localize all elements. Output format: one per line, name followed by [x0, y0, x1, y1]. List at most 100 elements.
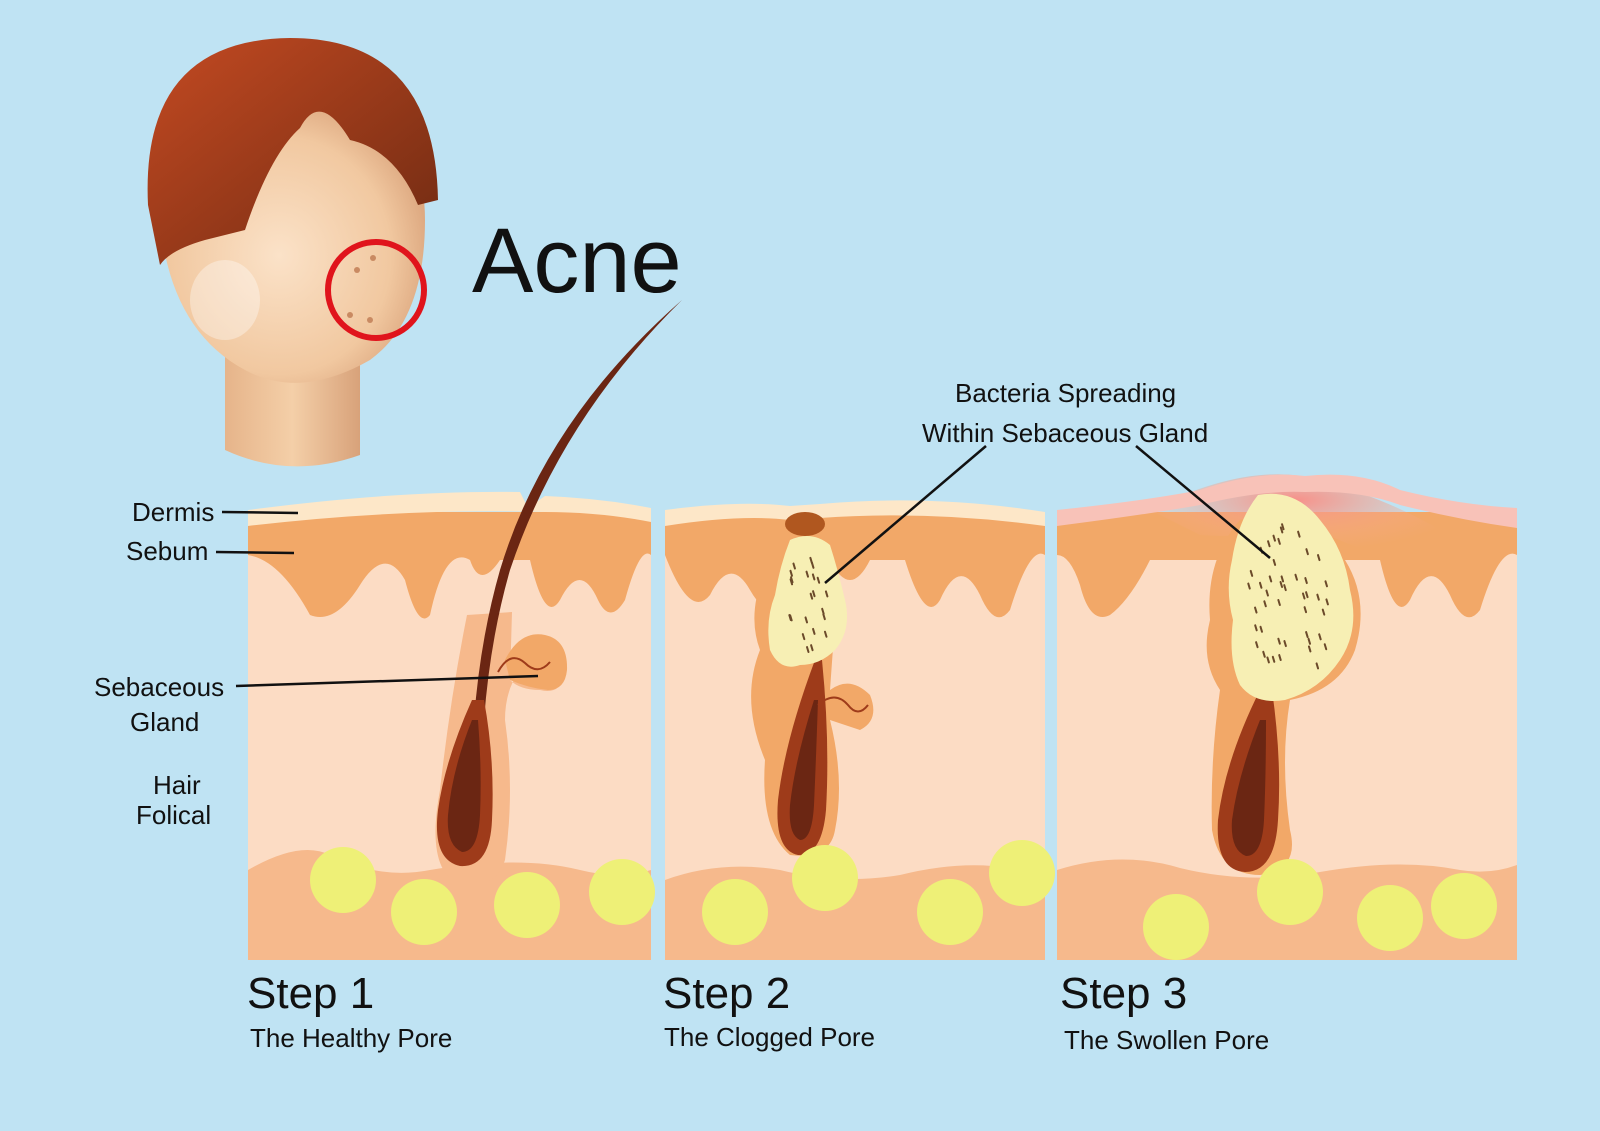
bacteria-dash	[1254, 606, 1258, 614]
clogged-sebum	[768, 536, 848, 667]
bacteria-dash	[823, 630, 828, 638]
bacteria-dash	[1281, 523, 1285, 531]
bacteria-dash	[810, 644, 814, 652]
bacteria-dash	[1278, 654, 1282, 662]
acne-spot	[370, 255, 376, 261]
bacteria-dash	[1307, 637, 1312, 645]
diagram-title: Acne	[472, 210, 682, 312]
hair	[147, 38, 438, 265]
epidermis-layer	[1057, 474, 1517, 528]
bacteria-dash	[1266, 656, 1270, 664]
bacteria-dash	[1280, 575, 1285, 583]
panel-step-1	[248, 300, 682, 960]
bacteria-dash	[790, 576, 794, 584]
head-illustration	[147, 38, 438, 467]
bacteria-dash	[1321, 608, 1326, 616]
bacteria-dash	[1277, 537, 1281, 545]
bacteria-dash	[1277, 637, 1281, 645]
bacteria-dash	[1315, 662, 1320, 670]
bacteria-dash	[1301, 592, 1306, 600]
bacteria-dash	[1279, 526, 1284, 534]
bacteria-dash	[1263, 600, 1267, 608]
bacteria-dashes	[788, 523, 1329, 670]
bacteria-dash	[1279, 581, 1284, 589]
bacteria-dash	[1247, 582, 1251, 590]
sebum-layer	[248, 512, 651, 619]
fat-cell	[589, 859, 655, 925]
bacteria-dash	[1303, 606, 1308, 614]
epidermis-layer	[248, 491, 651, 526]
hair-follicle-label-line2: Folical	[136, 800, 211, 830]
bacteria-dash	[801, 633, 806, 641]
bacteria-dash	[1277, 598, 1281, 606]
bacteria-dash	[1262, 650, 1266, 658]
panel-step-3	[1057, 474, 1517, 960]
fat-cell	[1357, 885, 1423, 951]
bacteria-dash	[789, 614, 793, 622]
hair-bulb-shadow	[789, 700, 818, 840]
bacteria-dash	[1323, 643, 1328, 651]
fat-cell	[792, 845, 858, 911]
bacteria-dash	[1316, 593, 1320, 601]
dermis-leader	[221, 510, 299, 515]
sebaceous-gland-leader	[235, 674, 539, 688]
sebum-leader	[215, 550, 295, 555]
step-3-label: Step 3	[1060, 969, 1187, 1018]
bacteria-dash	[1268, 575, 1273, 583]
swollen-sebum	[1228, 493, 1354, 701]
bacteria-dash	[805, 646, 810, 654]
bacteria-dash	[1297, 530, 1301, 538]
bacteria-dash	[824, 590, 829, 598]
bacteria-dash	[1294, 573, 1298, 581]
bacteria-dash	[1305, 548, 1309, 556]
panel-step-2	[665, 500, 1055, 960]
cheek-highlight	[190, 260, 260, 340]
bacteria-dash	[816, 576, 821, 584]
bacteria-dash	[812, 627, 816, 635]
bacteria-label-line1: Bacteria Spreading	[955, 378, 1176, 408]
bacteria-dash	[1316, 554, 1321, 562]
bacteria-dash	[789, 569, 793, 577]
fat-cell	[989, 840, 1055, 906]
bacteria-dash	[1283, 640, 1287, 648]
bacteria-dash	[1325, 598, 1329, 606]
dermis-label: Dermis	[132, 497, 214, 527]
fat-cell	[310, 847, 376, 913]
fat-cell	[1431, 873, 1497, 939]
bacteria-dash	[811, 573, 816, 581]
bacteria-dash	[1305, 631, 1309, 639]
bacteria-leader-step3	[1135, 445, 1271, 559]
bacteria-dash	[804, 616, 809, 624]
bacteria-dash	[1249, 569, 1254, 577]
sebum-label: Sebum	[126, 536, 208, 566]
bacteria-dash	[812, 590, 816, 598]
bacteria-dash	[1258, 581, 1263, 589]
bacteria-label-line2: Within Sebaceous Gland	[922, 418, 1208, 448]
fat-cell	[1143, 894, 1209, 960]
hair-follicle-label-line1: Hair	[153, 770, 201, 800]
acne-spot	[354, 267, 360, 273]
bacteria-dash	[1318, 633, 1322, 641]
highlight-circle	[325, 239, 427, 341]
step-1-label: Step 1	[247, 969, 374, 1018]
epidermis-layer	[665, 500, 1045, 526]
sebaceous-gland-label-line1: Sebaceous	[94, 672, 224, 702]
bacteria-dash	[1283, 584, 1287, 592]
bacteria-dash	[1272, 534, 1276, 542]
gland-duct	[497, 657, 551, 673]
fat-cell	[702, 879, 768, 945]
bacteria-dash	[789, 578, 794, 586]
step-1-caption: The Healthy Pore	[250, 1023, 452, 1053]
bacteria-dash	[809, 592, 814, 600]
bacteria-dash	[1324, 580, 1328, 588]
step-2-caption: The Clogged Pore	[664, 1022, 875, 1052]
acne-spot	[367, 317, 373, 323]
bacteria-dash	[1267, 540, 1271, 548]
step-2-label: Step 2	[663, 969, 790, 1018]
bacteria-dash	[1259, 625, 1264, 633]
fat-cell	[391, 879, 457, 945]
hair-bulb-shadow	[447, 720, 481, 852]
bacteria-dash	[1271, 655, 1276, 663]
hair-bulb-shadow	[1231, 720, 1266, 856]
